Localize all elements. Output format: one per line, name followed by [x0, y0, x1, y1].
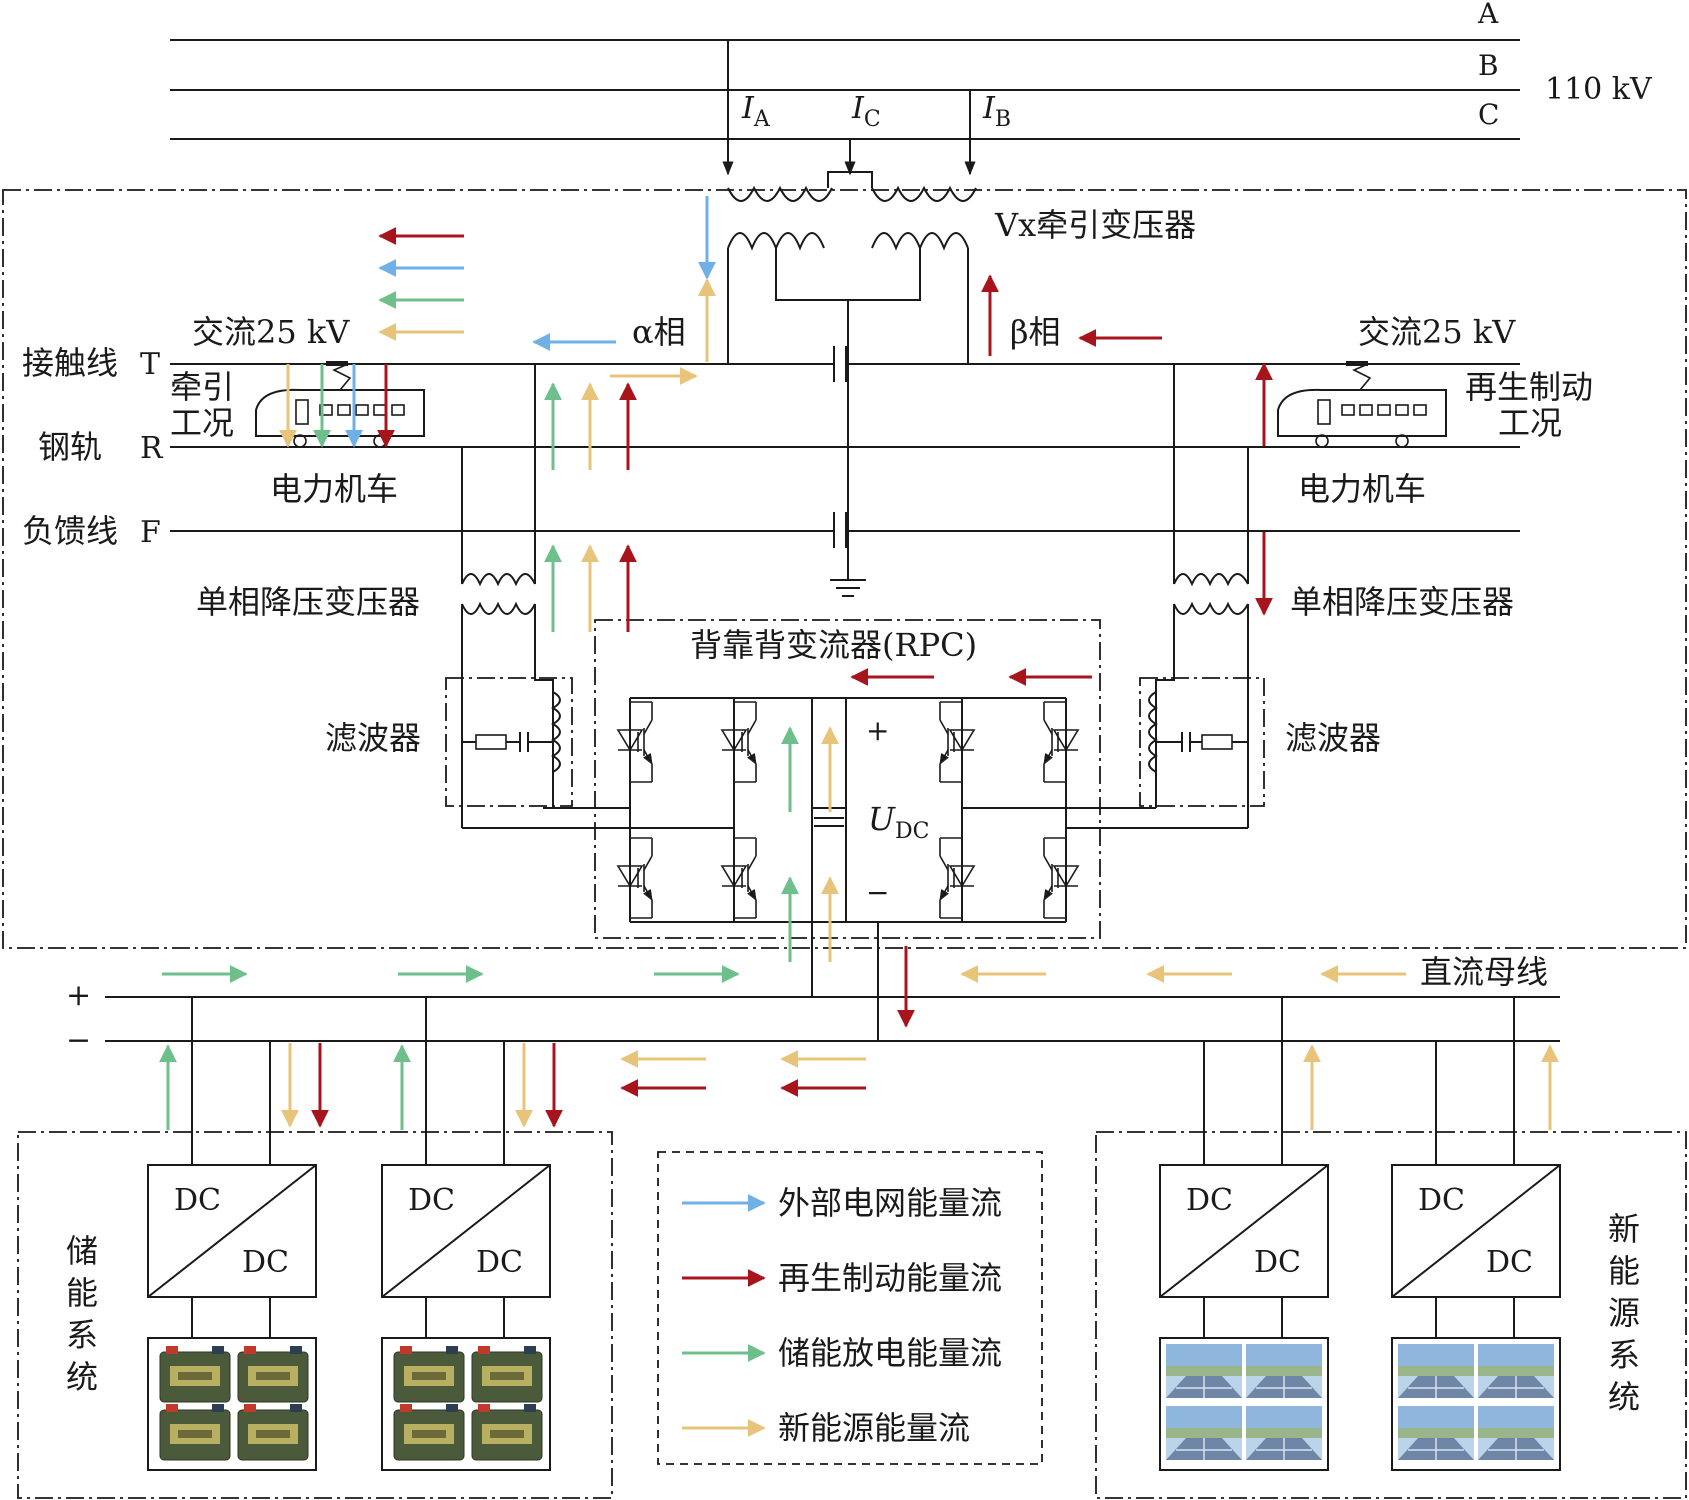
legend-label-renewable: 新能源能量流 — [778, 1409, 970, 1447]
phase-b-label: B — [1478, 49, 1499, 82]
storage-converter-2 — [381, 997, 551, 1471]
traction-mode-label-2: 工况 — [170, 404, 234, 442]
renewable-system-boundary — [1095, 1131, 1687, 1499]
renewable-dc1-bottom: DC — [1254, 1245, 1301, 1280]
storage-system-boundary — [17, 1131, 613, 1499]
grid-busbars — [170, 39, 1520, 140]
legend-label-storage: 储能放电能量流 — [778, 1334, 1002, 1372]
filter-right-label: 滤波器 — [1285, 719, 1381, 757]
renewable-dc2-top: DC — [1418, 1183, 1465, 1218]
rpc-minus: − — [866, 876, 889, 909]
dc-bus-minus: − — [66, 1023, 91, 1058]
dc-bus-label: 直流母线 — [1420, 953, 1548, 991]
filter-left-label: 滤波器 — [325, 719, 421, 757]
storage-converter-1 — [147, 997, 317, 1471]
locomotive-left — [255, 361, 425, 448]
ac-voltage-right: 交流25 kV — [1358, 313, 1516, 351]
grid-feeders — [722, 40, 976, 188]
alpha-phase-label: α相 — [632, 313, 686, 351]
stepdown-transformer-right — [1098, 364, 1265, 829]
beta-phase-label: β相 — [1010, 313, 1061, 351]
rpc-boundary — [594, 619, 1101, 939]
renewable-dc1-top: DC — [1186, 1183, 1233, 1218]
stepdown-right-label: 单相降压变压器 — [1290, 583, 1514, 621]
rail-letter: R — [140, 431, 164, 466]
storage-title: 储 能 系 统 — [66, 1232, 98, 1396]
svg-text:统: 统 — [1608, 1378, 1640, 1416]
regen-mode-label-2: 工况 — [1498, 404, 1562, 442]
renewable-converter-2 — [1391, 997, 1561, 1471]
renewable-title: 新 能 源 系 统 — [1608, 1210, 1640, 1416]
feeder-letter: F — [140, 515, 161, 550]
transformer-label: Vx牵引变压器 — [994, 206, 1196, 244]
stepdown-transformer-left — [445, 364, 610, 829]
ac-voltage-left: 交流25 kV — [192, 313, 350, 351]
locomotive-right-label: 电力机车 — [1298, 470, 1426, 508]
storage-dc2-bottom: DC — [476, 1245, 523, 1280]
storage-dc1-top: DC — [174, 1183, 221, 1218]
current-a-label: IA — [741, 91, 771, 132]
feeder-label: 负馈线 — [22, 512, 118, 550]
stepdown-left-label: 单相降压变压器 — [196, 583, 420, 621]
rpc-converter — [610, 697, 1098, 923]
legend-box — [657, 1151, 1043, 1465]
svg-text:能: 能 — [1608, 1252, 1640, 1290]
svg-text:新: 新 — [1608, 1210, 1640, 1248]
legend-label-grid: 外部电网能量流 — [778, 1184, 1002, 1222]
contact-line-label: 接触线 — [22, 344, 118, 382]
udc-label: UDC — [868, 800, 929, 844]
svg-text:系: 系 — [66, 1316, 98, 1354]
renewable-dc2-bottom: DC — [1486, 1245, 1533, 1280]
current-b-label: IB — [982, 91, 1011, 132]
dc-bus-plus: + — [66, 978, 91, 1013]
svg-text:统: 统 — [66, 1358, 98, 1396]
storage-dc2-top: DC — [408, 1183, 455, 1218]
svg-text:储: 储 — [66, 1232, 98, 1270]
flow-arrows — [159, 196, 1559, 1130]
svg-text:系: 系 — [1608, 1336, 1640, 1374]
svg-text:源: 源 — [1608, 1294, 1640, 1332]
contact-line-letter: T — [140, 347, 160, 382]
grid-voltage-label: 110 kV — [1545, 72, 1653, 107]
dc-bus — [105, 921, 1560, 1042]
regen-mode-label-1: 再生制动 — [1465, 368, 1593, 406]
rpc-label: 背靠背变流器(RPC) — [690, 626, 977, 664]
current-c-label: IC — [851, 91, 881, 132]
svg-text:能: 能 — [66, 1274, 98, 1312]
vx-traction-transformer — [727, 185, 977, 597]
locomotive-left-label: 电力机车 — [270, 470, 398, 508]
locomotive-right — [1277, 361, 1447, 448]
traction-mode-label-1: 牵引 — [170, 368, 234, 406]
rail-label: 钢轨 — [38, 428, 102, 466]
storage-dc1-bottom: DC — [242, 1245, 289, 1280]
traction-substation-boundary — [2, 189, 1687, 949]
phase-c-label: C — [1478, 98, 1499, 131]
legend: 外部电网能量流 再生制动能量流 储能放电能量流 新能源能量流 — [682, 1184, 1002, 1447]
phase-a-label: A — [1477, 0, 1499, 30]
legend-label-regen: 再生制动能量流 — [778, 1259, 1002, 1297]
rpc-plus: + — [866, 714, 889, 747]
catenary-lines — [170, 363, 1520, 532]
renewable-converter-1 — [1159, 997, 1329, 1471]
